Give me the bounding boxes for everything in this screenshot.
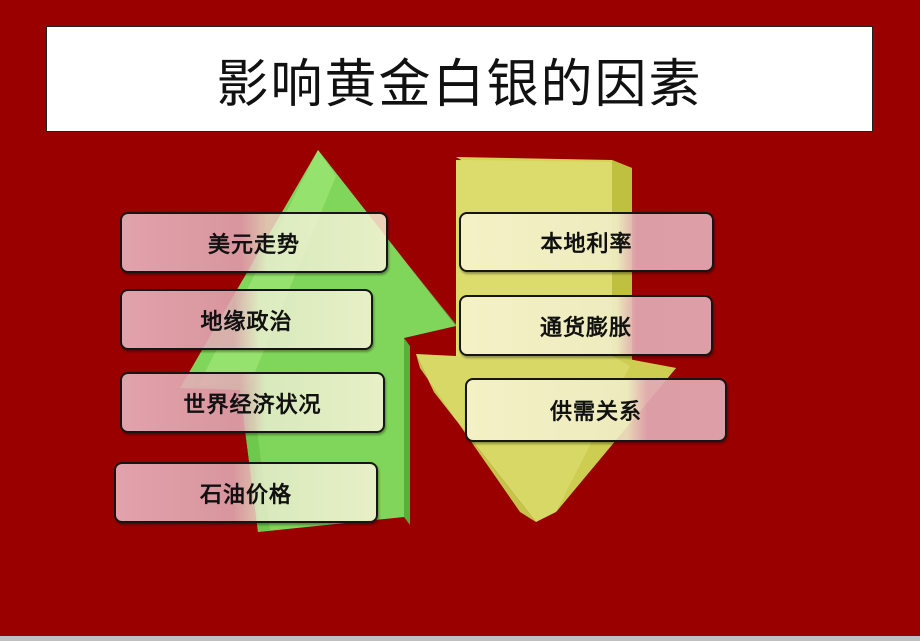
factor-box-oil-price: 石油价格 <box>114 462 378 523</box>
title-box: 影响黄金白银的因素 <box>46 26 873 132</box>
factor-label: 世界经济状况 <box>183 391 322 418</box>
page-title: 影响黄金白银的因素 <box>216 54 703 115</box>
factor-label: 地缘政治 <box>200 308 293 335</box>
factor-box-geopolitics: 地缘政治 <box>120 289 373 350</box>
bottom-strip <box>0 636 920 641</box>
factor-box-inflation: 通货膨胀 <box>459 295 713 356</box>
factor-box-usd-trend: 美元走势 <box>120 212 388 273</box>
factor-box-world-economy: 世界经济状况 <box>120 372 385 433</box>
factor-label: 美元走势 <box>207 231 300 258</box>
factor-label: 通货膨胀 <box>539 314 632 341</box>
factor-box-local-interest-rate: 本地利率 <box>459 212 714 272</box>
factor-label: 供需关系 <box>549 399 642 425</box>
factor-label: 石油价格 <box>199 481 292 508</box>
factor-box-supply-demand: 供需关系 <box>465 378 727 442</box>
factor-label: 本地利率 <box>540 231 633 257</box>
